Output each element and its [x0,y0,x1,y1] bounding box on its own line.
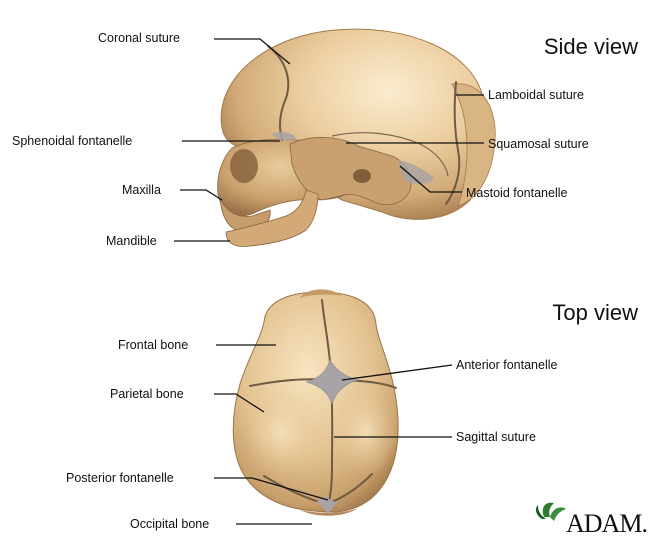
label-sagittal-suture: Sagittal suture [456,430,536,444]
label-maxilla: Maxilla [122,183,161,197]
label-frontal-bone: Frontal bone [118,338,188,352]
label-posterior-fontanelle: Posterior fontanelle [66,471,174,485]
side-ear-opening [353,169,371,183]
adam-logo-text: ADAM. [566,509,647,538]
label-parietal-bone: Parietal bone [110,387,184,401]
top-view-skull [233,289,398,515]
label-anterior-fontanelle: Anterior fontanelle [456,358,558,372]
side-orbit [230,149,258,183]
adam-logo: ADAM. [536,503,647,538]
side-view-skull [218,29,496,246]
side-view-title: Side view [544,34,638,59]
label-squamosal-suture: Squamosal suture [488,137,589,151]
left-parietal-boss [244,388,320,476]
top-view-title: Top view [552,300,638,325]
label-occipital-bone: Occipital bone [130,517,209,531]
label-sphenoidal-fontanelle: Sphenoidal fontanelle [12,134,132,148]
label-mandible: Mandible [106,234,157,248]
leader-maxilla [180,190,222,200]
label-lamboidal-suture: Lamboidal suture [488,88,584,102]
label-mastoid-fontanelle: Mastoid fontanelle [466,186,568,200]
leaf-icon [536,503,566,521]
right-parietal-boss [334,388,398,476]
label-coronal-suture: Coronal suture [98,31,180,45]
